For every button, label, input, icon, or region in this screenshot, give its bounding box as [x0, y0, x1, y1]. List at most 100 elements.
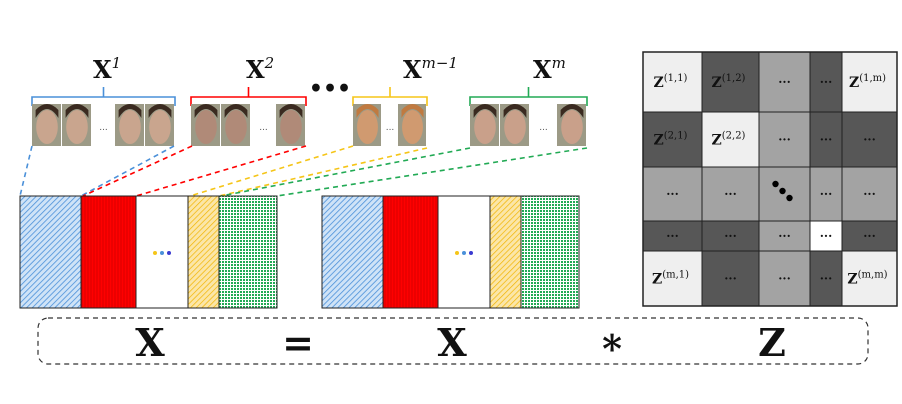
equation-rhs-x: X: [437, 320, 467, 365]
face-thumbnail: [557, 104, 586, 146]
z-ellipsis: ···: [820, 187, 833, 201]
face-group-3: Xm−1...: [352, 54, 458, 146]
dashed-connector: [189, 145, 354, 197]
column-block-m: [218, 195, 278, 309]
diagonal-dot: [786, 194, 793, 202]
ellipsis-dot: [469, 251, 473, 255]
face-thumbnail: [470, 104, 499, 146]
group-label: X2: [246, 54, 274, 84]
face-thumbnail: [191, 104, 220, 146]
z-cell-3-2: ···: [701, 166, 760, 222]
z-cell-5-4: ···: [809, 250, 843, 307]
z-cell-4-4: ···: [809, 220, 843, 252]
face-groups: X1...X2...Xm−1...Xm...: [31, 54, 588, 146]
dashed-connectors: [19, 145, 588, 197]
z-ellipsis: ···: [820, 133, 833, 147]
z-ellipsis: ···: [778, 75, 791, 89]
face-thumbnail: [115, 104, 144, 146]
z-block-label: Z(m,m): [847, 270, 887, 288]
z-cell-1-3: ···: [758, 51, 811, 113]
face-thumbnail: [353, 104, 381, 146]
column-block-1: [19, 195, 82, 309]
z-ellipsis: ···: [863, 133, 876, 147]
face-thumbnail: [276, 104, 305, 146]
z-cell-4-1: ···: [642, 220, 703, 252]
z-block-label: Z(2,2): [712, 131, 746, 149]
group-label: Xm−1: [403, 54, 458, 84]
data-matrix-x-right: [321, 195, 580, 309]
z-ellipsis: ···: [724, 272, 737, 286]
column-block-m-1: [187, 195, 220, 309]
faces-ellipsis: ...: [539, 123, 548, 133]
z-ellipsis: ···: [820, 75, 833, 89]
z-block-label: Z(1,2): [712, 73, 746, 91]
equation-lhs-x: X: [135, 320, 165, 365]
column-block-m: [520, 195, 580, 309]
face-thumbnail: [221, 104, 250, 146]
face-thumbnail: [398, 104, 426, 146]
brace-icon: [352, 87, 428, 106]
z-ellipsis: ···: [666, 229, 679, 243]
brace-icon: [469, 87, 588, 106]
face-group-1: X1...: [31, 54, 176, 146]
z-cell-2-4: ···: [809, 111, 843, 168]
z-cell-5-2: ···: [701, 250, 760, 307]
dashed-connector: [135, 145, 307, 197]
diagonal-dot: [779, 187, 786, 195]
ellipsis-dot: [160, 251, 164, 255]
z-ellipsis: ···: [820, 272, 833, 286]
z-ellipsis: ···: [724, 229, 737, 243]
column-block-2: [382, 195, 439, 309]
z-cell-4-3: ···: [758, 220, 811, 252]
data-matrices: [19, 195, 580, 309]
z-block-label: Z(1,1): [654, 73, 688, 91]
face-thumbnail: [32, 104, 61, 146]
brace-icon: [190, 87, 307, 106]
faces-ellipsis: ...: [99, 123, 108, 133]
z-cell-4-2: ···: [701, 220, 760, 252]
z-cell-1-1: Z(1,1): [642, 51, 703, 113]
z-cell-2-5: ···: [841, 111, 898, 168]
z-ellipsis: ···: [724, 187, 737, 201]
diagonal-dot: [772, 180, 779, 188]
equation-multiply: *: [602, 326, 622, 371]
z-ellipsis: ···: [778, 272, 791, 286]
dashed-connector: [82, 145, 193, 197]
dashed-connector: [276, 147, 588, 197]
z-cell-2-3: ···: [758, 111, 811, 168]
column-block-2: [80, 195, 137, 309]
z-block-label: Z(m,1): [652, 270, 689, 288]
z-cell-3-5: ···: [841, 166, 898, 222]
face-group-4: Xm...: [469, 54, 588, 146]
group-label: X1: [93, 54, 121, 84]
ellipsis-dot: [455, 251, 459, 255]
z-ellipsis: ···: [778, 133, 791, 147]
data-matrix-x-left: [19, 195, 278, 309]
z-ellipsis: ···: [778, 229, 791, 243]
equation-equals: =: [282, 320, 314, 365]
z-block-label: Z(2,1): [654, 131, 688, 149]
ellipsis-dot: [167, 251, 171, 255]
column-block-m-1: [489, 195, 522, 309]
z-cell-1-4: ···: [809, 51, 843, 113]
groups-ellipsis: •••: [309, 76, 351, 102]
z-cell-2-2: Z(2,2): [701, 111, 760, 168]
z-cell-3-4: ···: [809, 166, 843, 222]
z-cell-3-1: ···: [642, 166, 703, 222]
brace-icon: [31, 87, 176, 106]
z-cell-3-3: [758, 166, 811, 222]
z-block-label: Z(1,m): [849, 73, 886, 91]
z-cell-2-1: Z(2,1): [642, 111, 703, 168]
z-cell-5-5: Z(m,m): [841, 250, 898, 307]
dashed-connector: [19, 145, 33, 197]
coefficient-matrix-z: Z(1,1)Z(1,2)······Z(1,m)Z(2,1)Z(2,2)····…: [642, 51, 898, 307]
z-cell-1-2: Z(1,2): [701, 51, 760, 113]
dashed-connector: [80, 145, 175, 197]
equation-z: Z: [758, 320, 786, 365]
z-cell-5-3: ···: [758, 250, 811, 307]
z-cell-4-5: ···: [841, 220, 898, 252]
dashed-connector: [220, 147, 471, 197]
z-ellipsis: ···: [863, 187, 876, 201]
faces-ellipsis: ...: [386, 123, 395, 133]
